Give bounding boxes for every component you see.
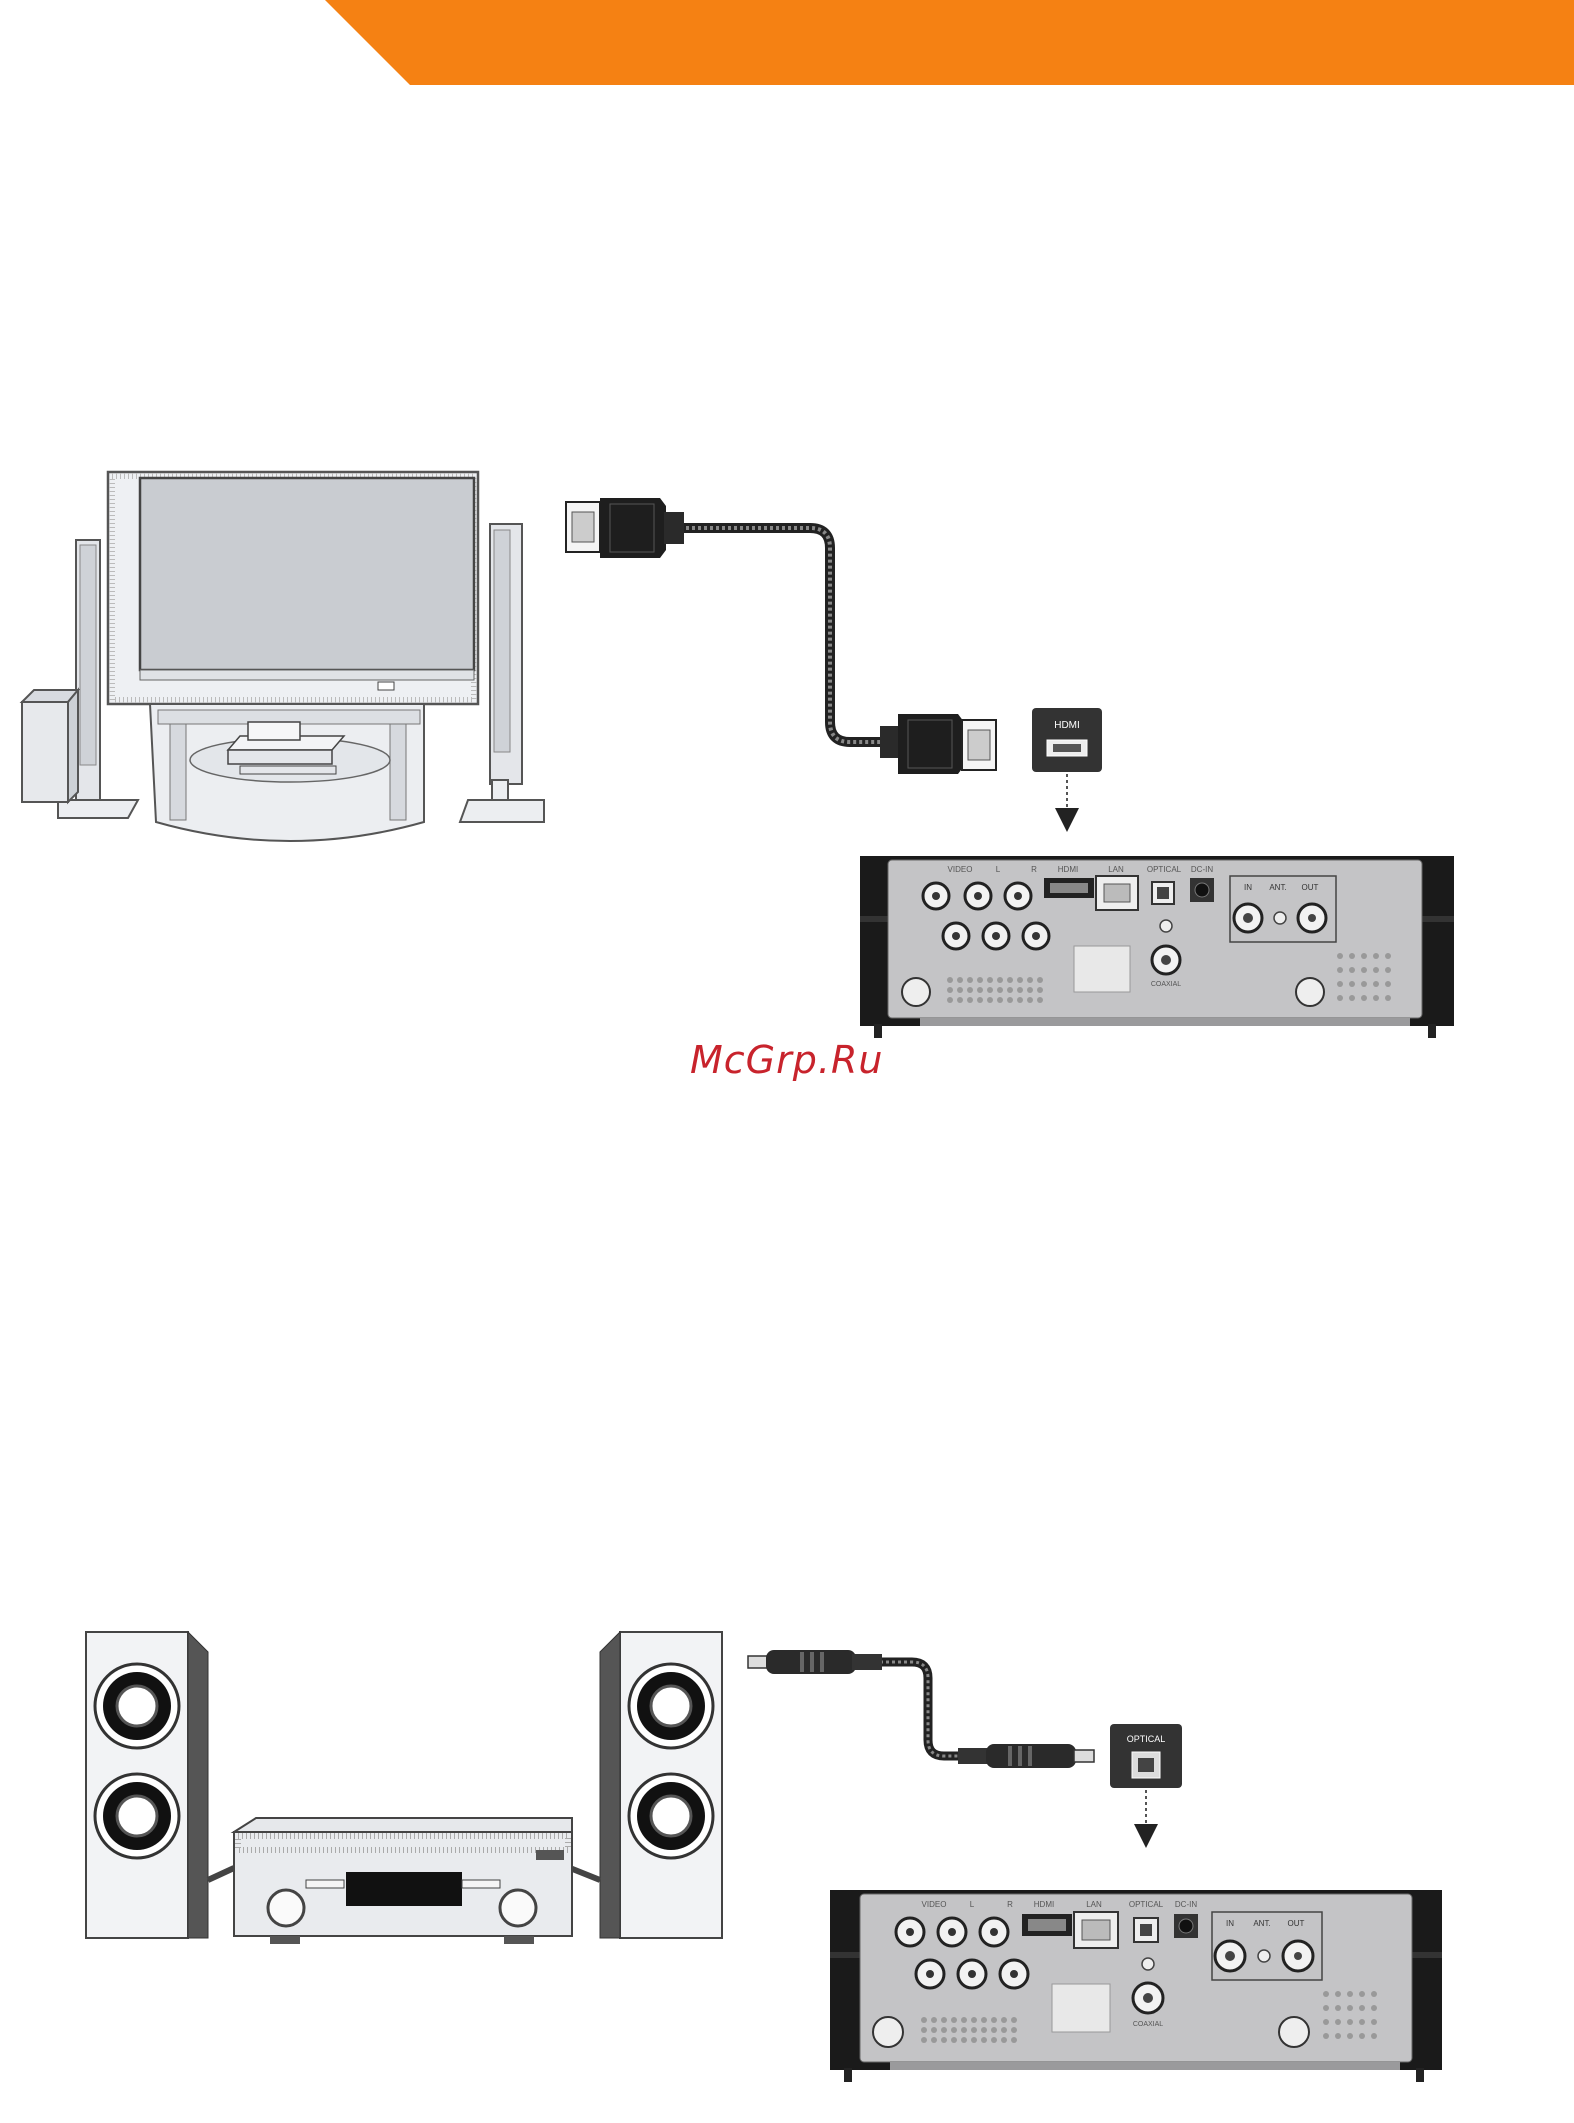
label-in: IN	[1226, 1919, 1234, 1928]
label-video: VIDEO	[922, 1900, 947, 1909]
speaker-icon	[86, 1632, 208, 1938]
hdmi-cable-icon	[566, 498, 996, 774]
optical-cable-icon	[748, 1650, 1094, 1768]
label-ant: ANT.	[1253, 1919, 1270, 1928]
optical-port-callout: OPTICAL	[1110, 1724, 1182, 1848]
label-out: OUT	[1302, 883, 1319, 892]
figure-hdmi-connection: HDMI VIDEO L R HDMI LAN OPTICAL DC-IN IN…	[0, 440, 1574, 1060]
label-r: R	[1007, 1900, 1013, 1909]
label-optical: OPTICAL	[1147, 865, 1182, 874]
label-l: L	[996, 865, 1001, 874]
amplifier-icon	[234, 1818, 572, 1944]
speaker-icon	[600, 1632, 722, 1938]
subwoofer-icon	[22, 690, 78, 802]
label-hdmi: HDMI	[1034, 1900, 1054, 1909]
arrow-down-icon	[1055, 808, 1079, 832]
label-video: VIDEO	[948, 865, 973, 874]
arrow-down-icon	[1134, 1824, 1158, 1848]
watermark: McGrp.Ru	[690, 1038, 883, 1082]
optical-callout-label: OPTICAL	[1127, 1734, 1166, 1744]
header-band	[0, 0, 1574, 90]
label-lan: LAN	[1108, 865, 1124, 874]
label-l: L	[970, 1900, 975, 1909]
figure-optical-connection: OPTICAL VIDEO L R HDMI LAN OPTICAL DC-IN…	[0, 1610, 1574, 2123]
label-out: OUT	[1288, 1919, 1305, 1928]
label-optical: OPTICAL	[1129, 1900, 1164, 1909]
hdmi-port-callout: HDMI	[1032, 708, 1102, 832]
media-player-rear-panel-icon: VIDEO L R HDMI LAN OPTICAL DC-IN IN ANT.…	[830, 1890, 1442, 2082]
label-coaxial: COAXIAL	[1151, 981, 1181, 988]
label-hdmi: HDMI	[1058, 865, 1078, 874]
label-coaxial: COAXIAL	[1133, 2021, 1163, 2028]
media-player-rear-panel-icon: VIDEO L R HDMI LAN OPTICAL DC-IN IN ANT.…	[860, 856, 1454, 1038]
hdmi-callout-label: HDMI	[1054, 720, 1080, 731]
label-dc-in: DC-IN	[1191, 865, 1213, 874]
label-r: R	[1031, 865, 1037, 874]
label-dc-in: DC-IN	[1175, 1900, 1197, 1909]
label-ant: ANT.	[1269, 883, 1286, 892]
tv-icon	[108, 472, 478, 704]
header-band-shape	[325, 0, 1574, 85]
label-in: IN	[1244, 883, 1252, 892]
label-lan: LAN	[1086, 1900, 1102, 1909]
